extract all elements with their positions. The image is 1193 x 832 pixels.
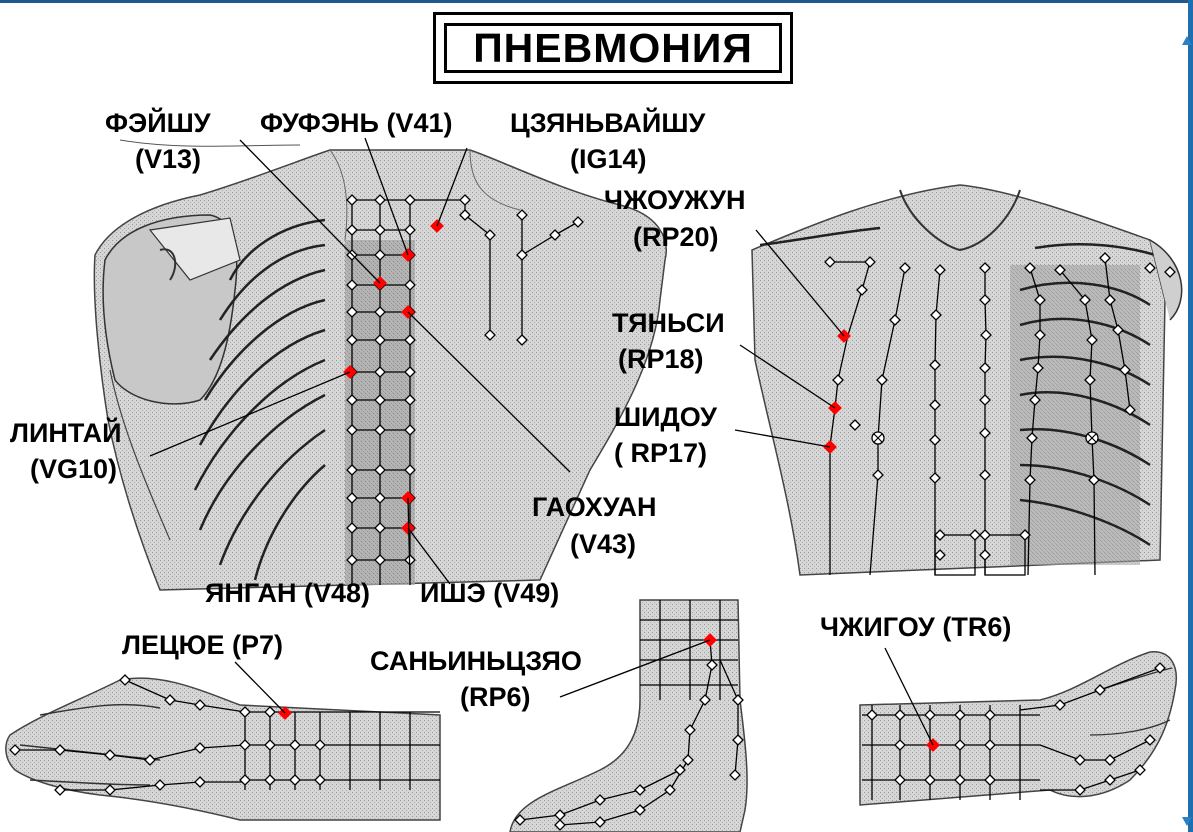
label-lingtai-code: (VG10) xyxy=(30,456,117,483)
scrollbar-track[interactable] xyxy=(1188,0,1193,832)
label-sanyinjiao-code: (RP6) xyxy=(460,684,531,711)
label-gaohuang-name: ГАОХУАН xyxy=(532,494,657,521)
label-yanggang: ЯНГАН (V48) xyxy=(205,580,370,607)
label-sanyinjiao-name: САНЬИНЬЦЗЯО xyxy=(370,648,582,675)
label-feishu-code: (V13) xyxy=(135,146,201,173)
chest-figure xyxy=(752,185,1182,575)
label-zhourong-name: ЧЖОУЖУН xyxy=(604,187,746,214)
label-shidou-code: ( RP17) xyxy=(614,440,707,467)
label-feishu-name: ФЭЙШУ xyxy=(105,110,211,137)
title-frame: ПНЕВМОНИЯ xyxy=(433,12,793,84)
label-lingtai-name: ЛИНТАЙ xyxy=(10,420,122,447)
page-title: ПНЕВМОНИЯ xyxy=(473,25,753,72)
label-jianwaishu-name: ЦЗЯНЬВАЙШУ xyxy=(510,110,705,137)
label-shidou-name: ШИДОУ xyxy=(614,404,717,431)
right-forearm-figure xyxy=(860,652,1176,805)
label-fufen: ФУФЭНЬ (V41) xyxy=(260,110,452,137)
left-forearm-figure xyxy=(6,678,440,820)
label-zhigou: ЧЖИГОУ (TR6) xyxy=(820,614,1011,641)
title-inner-frame: ПНЕВМОНИЯ xyxy=(444,23,782,73)
label-jianwaishu-code: (IG14) xyxy=(570,146,647,173)
label-zhourong-code: (RP20) xyxy=(633,224,719,251)
label-gaohuang-code: (V43) xyxy=(570,531,636,558)
label-yishe: ИШЭ (V49) xyxy=(420,580,559,607)
label-tianxi-name: ТЯНЬСИ xyxy=(612,310,725,337)
label-tianxi-code: (RP18) xyxy=(618,346,704,373)
label-lieque: ЛЕЦЮЕ (P7) xyxy=(122,632,283,659)
